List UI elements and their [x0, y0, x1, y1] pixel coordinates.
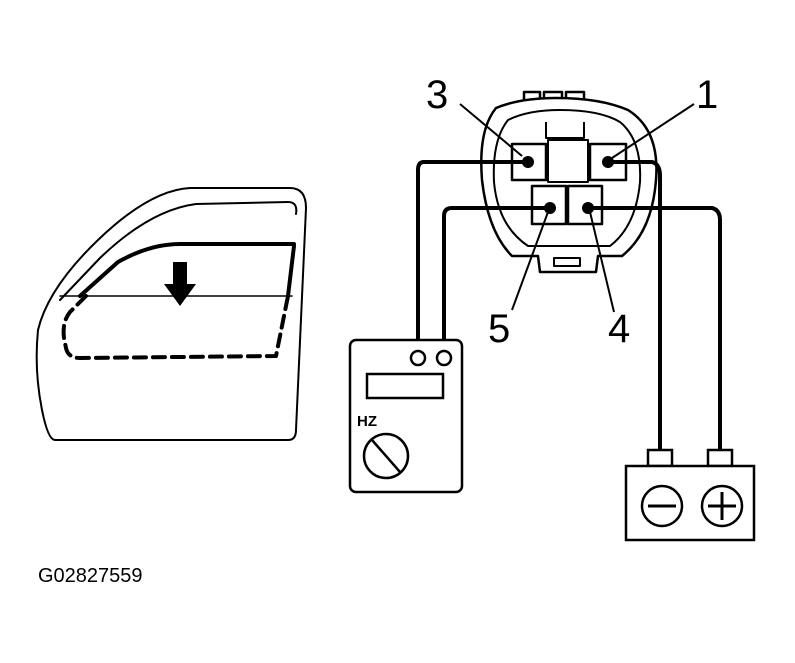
terminal-label-3: 3	[426, 73, 448, 117]
terminal-cavity-4	[566, 184, 604, 226]
terminal-cavity-5	[530, 184, 568, 226]
wire-terminal-1-to-battery-negative	[606, 160, 662, 452]
connector-top-recess	[545, 122, 585, 139]
battery	[624, 448, 756, 542]
battery-body	[624, 464, 756, 542]
meter-probe-jack-right	[435, 349, 453, 367]
door-illustration	[35, 187, 307, 441]
connector-lock-tab	[553, 257, 581, 267]
terminal-cavity-center-top	[547, 139, 589, 183]
frequency-meter	[348, 338, 464, 494]
meter-body	[348, 338, 464, 494]
terminal-label-4: 4	[608, 307, 630, 351]
meter-selector-dial	[362, 432, 410, 480]
connector	[459, 90, 695, 313]
door-window-frame	[59, 201, 298, 301]
leader-line-5	[511, 211, 549, 311]
battery-terminal-positive-post	[706, 448, 734, 468]
leader-line-1	[611, 103, 695, 159]
terminal-label-5: 5	[488, 307, 510, 351]
window-glass-top-edge	[78, 242, 296, 298]
wire-terminal-5-to-meter	[442, 206, 552, 352]
connector-housing-inner	[492, 109, 642, 247]
leader-line-3	[459, 103, 523, 157]
battery-terminal-negative-post	[646, 448, 674, 468]
meter-selector-pointer	[371, 439, 401, 473]
leader-line-4	[589, 211, 615, 313]
door-outline	[35, 187, 307, 441]
window-lowered-dashed	[61, 294, 290, 360]
wire-terminal-3-to-meter	[416, 160, 530, 352]
meter-mode-label: HZ	[357, 413, 377, 430]
wire-terminal-4-to-battery-positive	[586, 206, 722, 452]
battery-negative-symbol	[640, 484, 684, 528]
figure-code: G02827559	[38, 565, 143, 587]
meter-display	[365, 372, 445, 400]
terminal-label-1: 1	[696, 73, 718, 117]
down-arrow-icon	[164, 262, 196, 306]
battery-positive-symbol	[700, 484, 744, 528]
window-glass-right-edge	[286, 244, 296, 298]
plus-icon	[708, 492, 736, 520]
meter-probe-jack-left	[409, 349, 427, 367]
wires	[416, 160, 722, 452]
